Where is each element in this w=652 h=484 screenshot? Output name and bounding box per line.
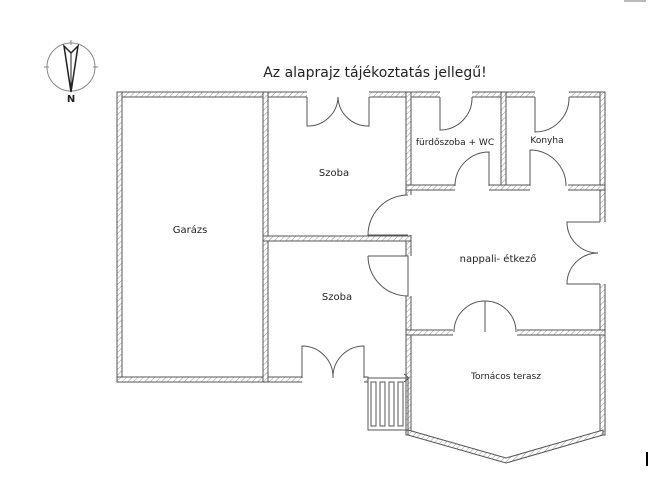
- room-label-room-2: Szoba: [322, 292, 352, 303]
- stairs: [367, 373, 410, 431]
- room-label-kitchen: Konyha: [530, 136, 563, 146]
- room-label-terrace: Tornácos terasz: [470, 372, 541, 382]
- room-label-bathroom: fürdőszoba + WC: [416, 138, 494, 148]
- doors: [301, 96, 600, 379]
- walls: [116, 91, 606, 464]
- room-label-garage: Garázs: [173, 224, 208, 236]
- page-title: Az alaprajz tájékoztatás jellegű!: [263, 65, 487, 81]
- compass-north-label: N: [67, 94, 75, 105]
- north-compass-icon: [44, 40, 98, 93]
- room-label-room-1: Szoba: [319, 168, 349, 179]
- room-label-living-dining: nappali- étkező: [460, 253, 537, 265]
